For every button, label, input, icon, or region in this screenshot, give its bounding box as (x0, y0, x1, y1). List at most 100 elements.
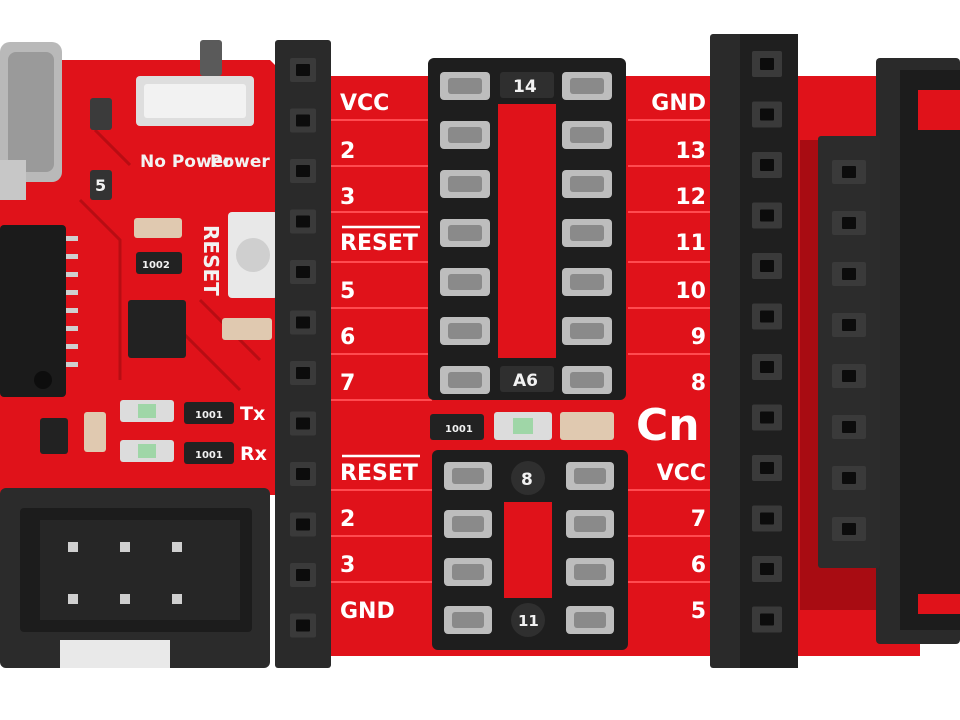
right-label-12: 12 (675, 185, 706, 210)
header-pin-hole-inner (760, 361, 774, 373)
resistor-label-2: 1001 (195, 410, 223, 421)
header-pin-hole-inner (760, 613, 774, 626)
left-label-reset: RESET (340, 231, 418, 256)
header-pin-hole-inner (842, 421, 856, 433)
side-header (818, 136, 880, 568)
socket-contact-slot (448, 78, 482, 94)
left-label-reset-2: RESET (340, 461, 418, 486)
socket-contact-slot (574, 564, 606, 580)
socket14-bottom-mark: A6 (513, 371, 538, 391)
header-pin-hole-inner (760, 512, 774, 525)
header-pin-hole-inner (760, 260, 774, 272)
middle-components: 1001 (430, 412, 614, 440)
right-label-8: 8 (691, 371, 706, 396)
socket-contact-slot (452, 612, 484, 628)
dip14-socket: 14 A6 (428, 58, 626, 400)
socket-contact-slot (570, 274, 604, 290)
right-label-10: 10 (675, 279, 706, 304)
header-pin-hole-inner (842, 472, 856, 484)
socket14-window (498, 104, 556, 358)
isp-connector (0, 488, 270, 668)
socket8-top-mark: 8 (521, 470, 533, 490)
socket-contact-slot (574, 612, 606, 628)
socket-contact-slot (570, 372, 604, 388)
resistor-label-1: 1002 (142, 260, 170, 271)
header-pin-hole-inner (296, 417, 310, 430)
header-pin-hole-inner (296, 569, 310, 581)
programmer-pcb (0, 60, 280, 495)
right-label-vcc: VCC (657, 461, 706, 486)
left-label-vcc: VCC (340, 91, 389, 116)
right-header (710, 34, 798, 668)
board-logo: Cn (636, 400, 700, 451)
socket-contact-slot (570, 225, 604, 241)
header-pin-hole-inner (296, 518, 310, 531)
header-pin-hole-inner (296, 316, 310, 329)
badge-label: 5 (95, 176, 106, 195)
header-pin-hole-inner (296, 165, 310, 177)
right-pin-labels: GND 13 12 11 10 9 8 VCC 7 6 5 (651, 91, 706, 624)
resistor-label-3: 1001 (195, 450, 223, 461)
socket-contact-slot (452, 516, 484, 532)
main-chip (0, 225, 66, 397)
right-label-gnd: GND (651, 91, 706, 116)
programmer-board: No Power Power Target RESET 5 1002 (0, 40, 337, 495)
header-pin-hole-inner (842, 217, 856, 229)
header-pin-hole-inner (296, 468, 310, 480)
socket-contact-slot (452, 564, 484, 580)
header-pin-hole-inner (760, 58, 774, 70)
header-pin-hole-inner (296, 619, 310, 632)
socket-contact-slot (448, 225, 482, 241)
header-pin-hole-inner (760, 462, 774, 474)
socket-contact-slot (448, 127, 482, 143)
socket-contact-slot (448, 176, 482, 192)
qfn-chip (128, 300, 186, 358)
header-pin-hole-inner (296, 215, 310, 228)
middle-resistor-label: 1001 (445, 424, 473, 435)
left-label-gnd: GND (340, 599, 395, 624)
right-label-9: 9 (691, 325, 706, 350)
switch-left-label: No Power (140, 152, 232, 172)
socket8-bottom-mark: 11 (518, 612, 539, 630)
right-label-11: 11 (675, 231, 706, 256)
left-label-6: 6 (340, 325, 355, 350)
header-pin-hole-inner (296, 64, 310, 76)
right-label-5: 5 (691, 599, 706, 624)
header-pin-hole-inner (760, 159, 774, 171)
header-pin-hole-inner (842, 523, 856, 535)
left-header (275, 40, 331, 668)
header-pin-hole-inner (842, 166, 856, 178)
dip8-socket: 8 11 (432, 450, 628, 650)
socket-contact-slot (570, 127, 604, 143)
tx-label: Tx (240, 403, 265, 425)
socket-contact-slot (448, 274, 482, 290)
socket-contact-slot (570, 176, 604, 192)
left-label-2b: 2 (340, 507, 355, 532)
header-pin-hole-inner (842, 319, 856, 331)
header-pin-hole-inner (760, 563, 774, 575)
left-pin-labels: VCC 2 3 RESET 5 6 7 RESET 2 3 GND (340, 91, 418, 624)
header-pin-hole-inner (842, 370, 856, 382)
socket-contact-slot (574, 468, 606, 484)
header-pin-hole-inner (842, 268, 856, 280)
right-label-13: 13 (675, 139, 706, 164)
header-pin-hole-inner (760, 209, 774, 222)
left-label-3: 3 (340, 185, 355, 210)
header-pin-hole-inner (760, 411, 774, 424)
socket-contact-slot (570, 78, 604, 94)
socket-contact-slot (448, 372, 482, 388)
header-pin-hole-inner (296, 266, 310, 278)
header-pin-hole-inner (760, 310, 774, 323)
right-assembly (800, 58, 960, 644)
socket-contact-slot (570, 323, 604, 339)
left-label-7: 7 (340, 371, 355, 396)
header-pin-hole-inner (296, 367, 310, 379)
header-pin-hole-inner (760, 108, 774, 121)
left-label-5: 5 (340, 279, 355, 304)
socket-contact-slot (448, 323, 482, 339)
left-label-3b: 3 (340, 553, 355, 578)
left-label-2: 2 (340, 139, 355, 164)
badge-chip (90, 170, 112, 200)
